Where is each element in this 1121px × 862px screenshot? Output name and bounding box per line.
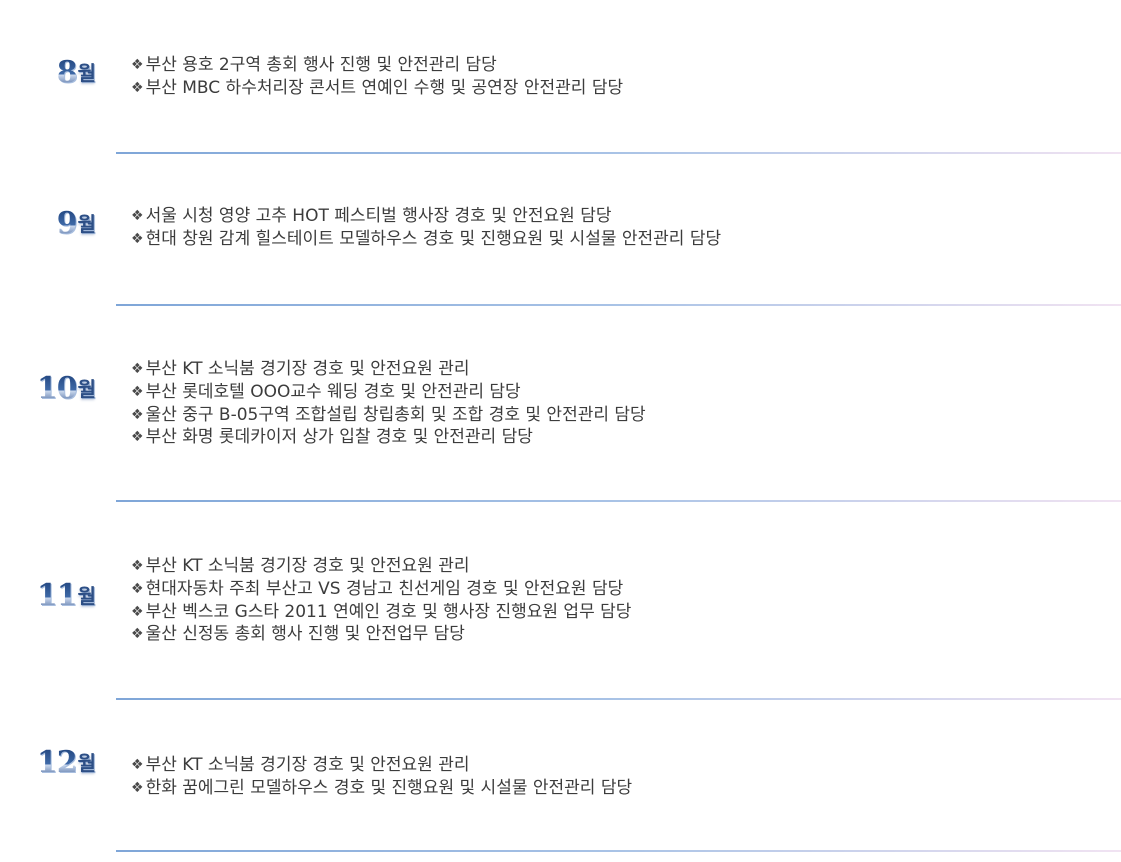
diamond-bullet-icon: ❖ [131, 580, 144, 597]
list-item: ❖부산 화명 롯데카이저 상가 입찰 경호 및 안전관리 담당 [131, 426, 646, 449]
activity-list: ❖서울 시청 영양 고추 HOT 페스티벌 행사장 경호 및 안전요원 담당 ❖… [131, 205, 721, 251]
section-divider [116, 500, 1121, 502]
activity-text: 부산 화명 롯데카이저 상가 입찰 경호 및 안전관리 담당 [145, 427, 533, 448]
activity-list: ❖부산 KT 소닉붐 경기장 경호 및 안전요원 관리 ❖현대자동차 주최 부산… [131, 555, 631, 646]
month-number: 10 [36, 371, 78, 406]
list-item: ❖부산 롯데호텔 OOO교수 웨딩 경호 및 안전관리 담당 [131, 381, 646, 404]
diamond-bullet-icon: ❖ [131, 230, 144, 247]
list-item: ❖부산 KT 소닉붐 경기장 경호 및 안전요원 관리 [131, 358, 646, 381]
month-unit: 월 [77, 377, 96, 401]
list-item: ❖부산 벡스코 G스타 2011 연예인 경호 및 행사장 진행요원 업무 담당 [131, 601, 631, 624]
diamond-bullet-icon: ❖ [131, 208, 144, 224]
list-item: ❖현대 창원 감계 힐스테이트 모델하우스 경호 및 진행요원 및 시설물 안전… [131, 228, 721, 251]
month-unit: 월 [77, 751, 96, 775]
section-divider [116, 304, 1121, 306]
diamond-bullet-icon: ❖ [131, 779, 144, 796]
activity-text: 부산 벡스코 G스타 2011 연예인 경호 및 행사장 진행요원 업무 담당 [145, 601, 632, 622]
month-heading: 11월 [0, 578, 96, 613]
activity-text: 부산 용호 2구역 총회 행사 진행 및 안전관리 담당 [145, 55, 497, 75]
list-item: ❖서울 시청 영양 고추 HOT 페스티벌 행사장 경호 및 안전요원 담당 [131, 205, 721, 228]
activity-text: 현대 창원 감계 힐스테이트 모델하우스 경호 및 진행요원 및 시설물 안전관… [145, 228, 722, 249]
activity-text: 부산 KT 소닉붐 경기장 경호 및 안전요원 관리 [145, 755, 470, 775]
activity-list: ❖부산 KT 소닉붐 경기장 경호 및 안전요원 관리 ❖한화 꿈에그린 모델하… [131, 754, 632, 800]
section-divider [116, 698, 1121, 700]
section-divider [116, 850, 1121, 852]
activity-text: 현대자동차 주최 부산고 VS 경남고 친선게임 경호 및 안전요원 담당 [145, 578, 624, 599]
list-item: ❖울산 신정동 총회 행사 진행 및 안전업무 담당 [131, 623, 631, 646]
diamond-bullet-icon: ❖ [131, 406, 144, 423]
diamond-bullet-icon: ❖ [131, 603, 144, 620]
activity-list: ❖부산 용호 2구역 총회 행사 진행 및 안전관리 담당 ❖부산 MBC 하수… [131, 54, 623, 100]
diamond-bullet-icon: ❖ [131, 383, 144, 400]
activity-text: 부산 롯데호텔 OOO교수 웨딩 경호 및 안전관리 담당 [145, 381, 521, 402]
activity-text: 부산 KT 소닉붐 경기장 경호 및 안전요원 관리 [145, 556, 470, 576]
month-heading: 8월 [0, 55, 96, 90]
month-unit: 월 [77, 584, 96, 608]
month-number: 8 [56, 55, 78, 90]
diamond-bullet-icon: ❖ [131, 79, 144, 96]
list-item: ❖한화 꿈에그린 모델하우스 경호 및 진행요원 및 시설물 안전관리 담당 [131, 777, 632, 800]
month-number: 11 [36, 578, 78, 613]
diamond-bullet-icon: ❖ [131, 626, 144, 643]
diamond-bullet-icon: ❖ [131, 558, 144, 574]
diamond-bullet-icon: ❖ [131, 429, 144, 446]
month-heading: 12월 [0, 745, 96, 780]
activity-text: 부산 MBC 하수처리장 콘서트 연예인 수행 및 공연장 안전관리 담당 [145, 77, 624, 98]
month-number: 12 [36, 745, 78, 780]
list-item: ❖부산 용호 2구역 총회 행사 진행 및 안전관리 담당 [131, 54, 623, 77]
list-item: ❖부산 MBC 하수처리장 콘서트 연예인 수행 및 공연장 안전관리 담당 [131, 77, 623, 100]
list-item: ❖부산 KT 소닉붐 경기장 경호 및 안전요원 관리 [131, 555, 631, 578]
month-unit: 월 [77, 212, 96, 236]
diamond-bullet-icon: ❖ [131, 757, 144, 773]
activity-text: 서울 시청 영양 고추 HOT 페스티벌 행사장 경호 및 안전요원 담당 [145, 206, 612, 226]
month-unit: 월 [77, 61, 96, 85]
list-item: ❖현대자동차 주최 부산고 VS 경남고 친선게임 경호 및 안전요원 담당 [131, 578, 631, 601]
month-heading: 10월 [0, 371, 96, 406]
diamond-bullet-icon: ❖ [131, 361, 144, 377]
activity-text: 울산 신정동 총회 행사 진행 및 안전업무 담당 [145, 624, 465, 645]
activity-text: 한화 꿈에그린 모델하우스 경호 및 진행요원 및 시설물 안전관리 담당 [145, 777, 633, 798]
diamond-bullet-icon: ❖ [131, 57, 144, 73]
month-number: 9 [56, 206, 78, 241]
list-item: ❖울산 중구 B-05구역 조합설립 창립총회 및 조합 경호 및 안전관리 담… [131, 404, 646, 427]
list-item: ❖부산 KT 소닉붐 경기장 경호 및 안전요원 관리 [131, 754, 632, 777]
activity-text: 부산 KT 소닉붐 경기장 경호 및 안전요원 관리 [145, 359, 470, 379]
activity-text: 울산 중구 B-05구역 조합설립 창립총회 및 조합 경호 및 안전관리 담당 [145, 404, 646, 425]
activity-list: ❖부산 KT 소닉붐 경기장 경호 및 안전요원 관리 ❖부산 롯데호텔 OOO… [131, 358, 646, 449]
month-heading: 9월 [0, 206, 96, 241]
section-divider [116, 152, 1121, 154]
